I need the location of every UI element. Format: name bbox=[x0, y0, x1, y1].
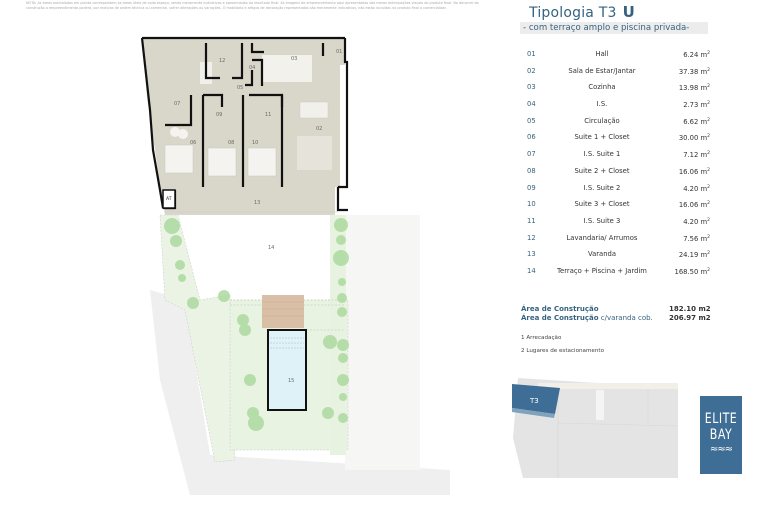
waves-icon: ≈≈≈ bbox=[709, 444, 733, 455]
plan-label-03: 03 bbox=[291, 56, 298, 62]
site-unit-label: T3 bbox=[529, 397, 539, 405]
plan-label-06: 06 bbox=[190, 140, 197, 146]
plan-label-04: 04 bbox=[249, 65, 256, 71]
extra-item: 2 Lugares de estacionamento bbox=[521, 348, 605, 354]
plan-label-13: 13 bbox=[254, 200, 261, 206]
plan-label-15: 15 bbox=[288, 378, 295, 384]
site-map-drawing: T3 bbox=[512, 378, 679, 478]
disclaimer-note: NOTA: As áreas assinaladas em planta cor… bbox=[26, 1, 479, 11]
elite-bay-logo: ELITE BAY ≈≈≈ bbox=[700, 396, 742, 474]
plan-label-07: 07 bbox=[174, 101, 181, 107]
unit-letter: U bbox=[622, 3, 635, 21]
subtitle-banner: - com terraço amplo e piscina privada- bbox=[520, 22, 708, 34]
site-location-map: T3 bbox=[508, 378, 679, 478]
plan-label-at: AT bbox=[166, 197, 172, 202]
typology-title: Tipologia T3 bbox=[529, 5, 617, 21]
plan-label-14: 14 bbox=[268, 245, 275, 251]
plan-label-08: 08 bbox=[228, 140, 235, 146]
totals-row: Área de Construção 182.10 m2 bbox=[521, 305, 711, 313]
extras-list: 1 Arrecadação 2 Lugares de estacionament… bbox=[521, 332, 604, 358]
plan-label-12: 12 bbox=[219, 58, 226, 64]
plan-label-02: 02 bbox=[316, 126, 323, 132]
plan-label-09: 09 bbox=[216, 112, 223, 118]
floor-plan: 01 02 03 04 05 06 07 08 09 10 11 12 13 1… bbox=[140, 36, 450, 495]
plan-label-05: 05 bbox=[237, 85, 244, 91]
extra-item: 1 Arrecadação bbox=[521, 335, 562, 341]
plan-label-11: 11 bbox=[265, 112, 272, 118]
plan-label-01: 01 bbox=[336, 49, 343, 55]
construction-area-totals: Área de Construção 182.10 m2 Área de Con… bbox=[521, 305, 711, 322]
page-title: Tipologia T3 U bbox=[529, 3, 635, 21]
plan-label-10: 10 bbox=[252, 140, 259, 146]
floor-plan-drawing bbox=[140, 36, 450, 495]
totals-row: Área de Construção c/varanda cob. 206.97… bbox=[521, 313, 711, 322]
